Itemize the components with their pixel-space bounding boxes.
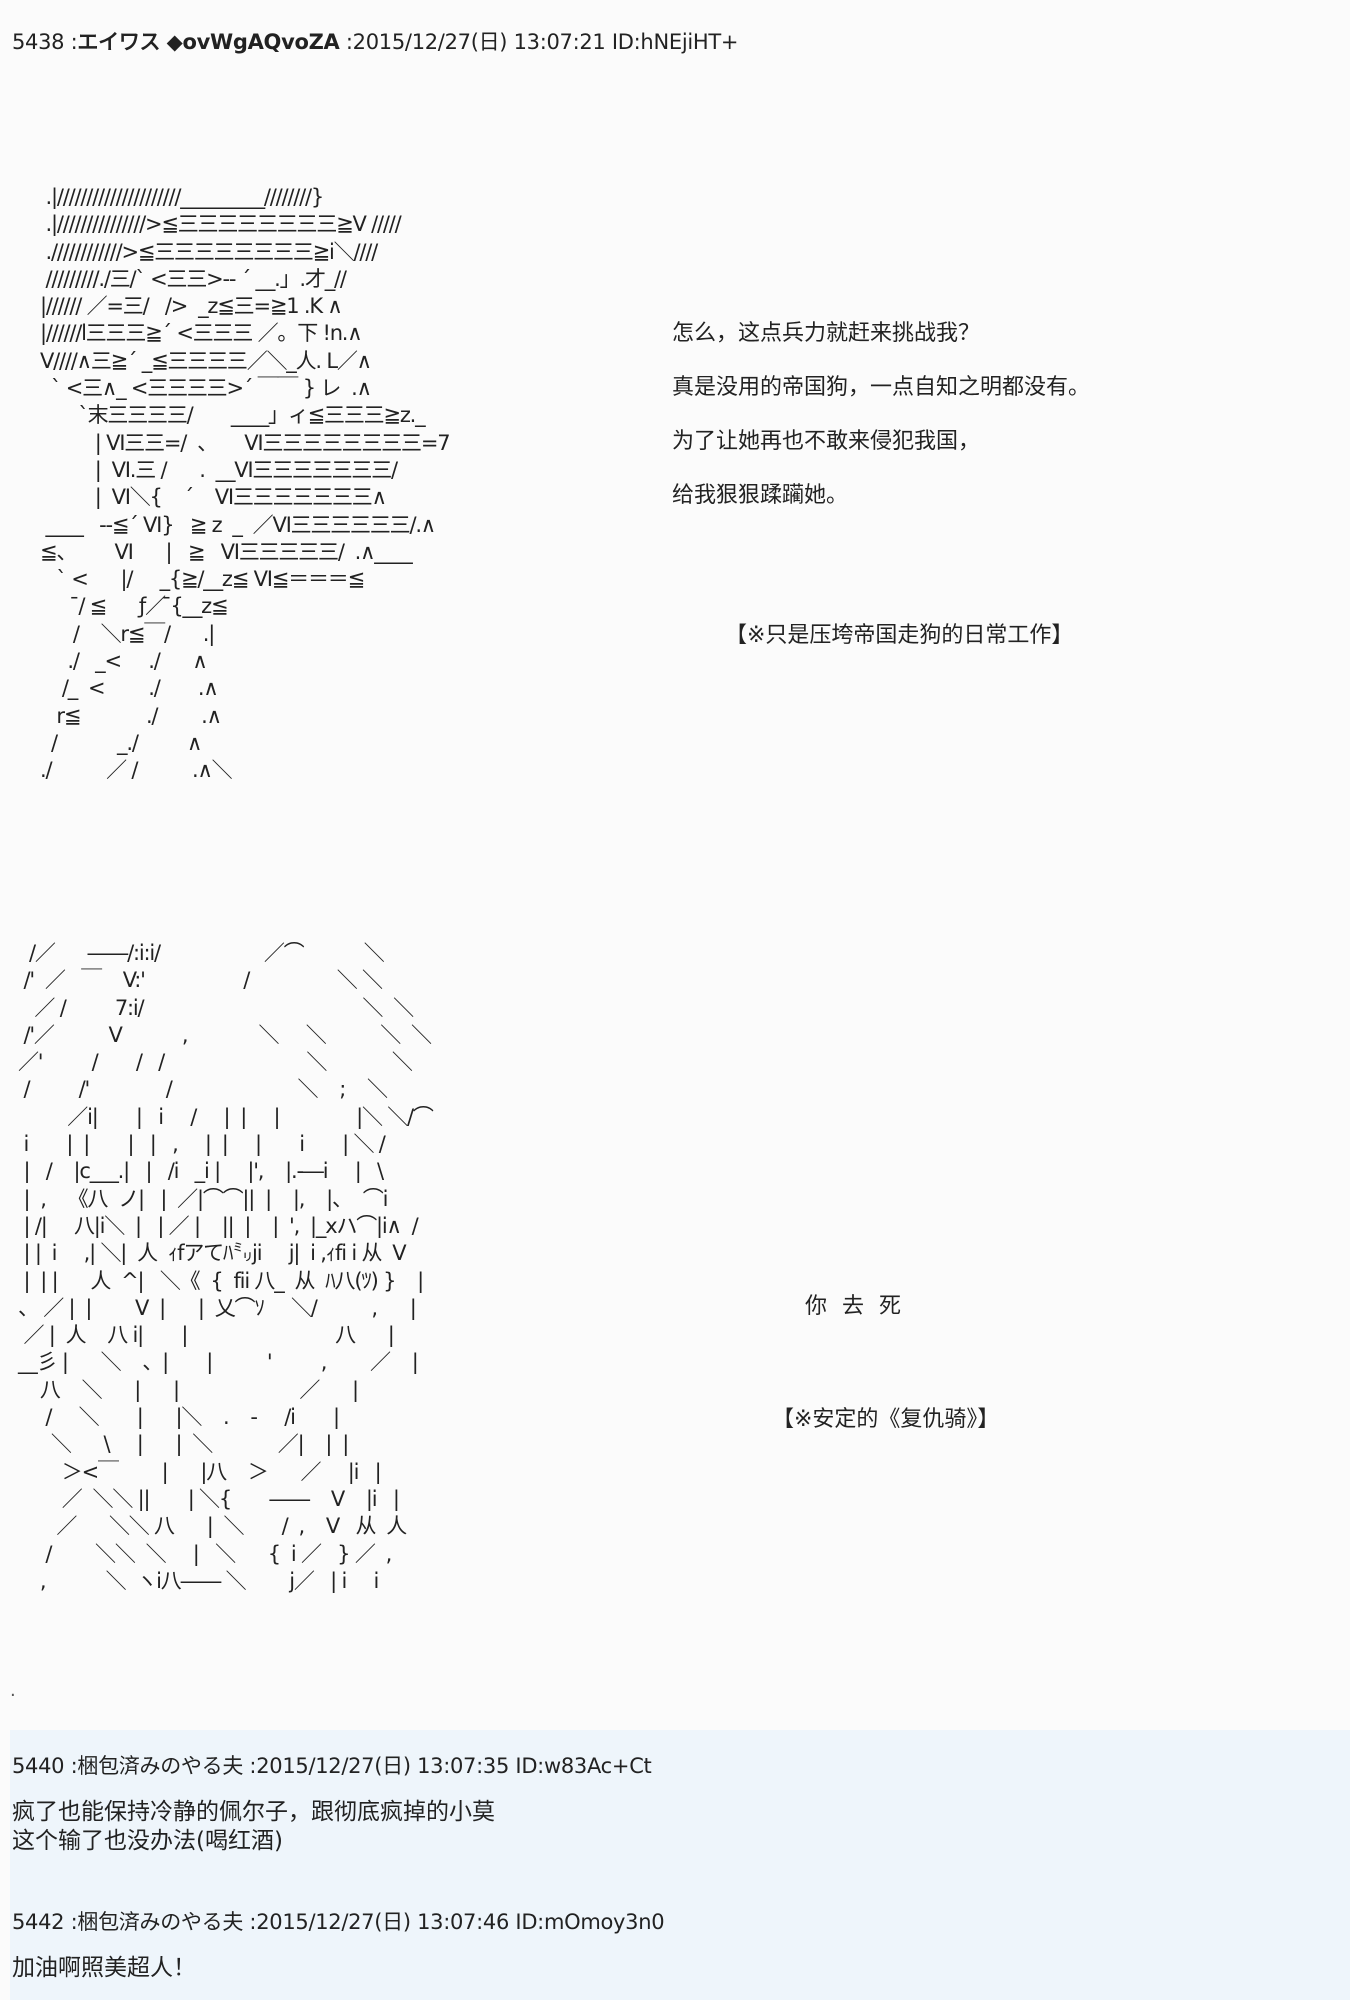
dialog-line: 怎么，这点兵力就赶来挑战我？ xyxy=(672,321,981,346)
caption-note: 【※安定的《复仇骑》】 xyxy=(772,1407,1000,1432)
post-header: 5442 :梱包済みのやる夫 :2015/12/27(日) 13:07:46 I… xyxy=(12,1910,665,1934)
poster-name: 梱包済みのやる夫 xyxy=(77,1910,244,1934)
post-id[interactable]: ID:hNEjiHT+ xyxy=(611,30,739,54)
ascii-art-knight: /／ ――/:i:i/ ／⌒ ＼ /' ／ ￣ V:' / ＼ ＼ ／ / 7:… xyxy=(18,941,434,1593)
poster-name: エイワス xyxy=(77,30,161,54)
post-line: 这个输了也没办法(喝红酒) xyxy=(12,1828,283,1854)
ascii-art-army: .|/////////////////////_________////////… xyxy=(40,185,451,783)
post-id[interactable]: ID:w83Ac+Ct xyxy=(515,1754,652,1778)
dialog-line: 为了让她再也不敢来侵犯我国， xyxy=(672,429,981,454)
post-date: 2015/12/27(日) 13:07:21 xyxy=(352,30,606,54)
post-number[interactable]: 5440 xyxy=(12,1754,65,1778)
post-line: 疯了也能保持冷静的佩尔子，跟彻底疯掉的小莫 xyxy=(12,1799,495,1825)
post-header: 5440 :梱包済みのやる夫 :2015/12/27(日) 13:07:35 I… xyxy=(12,1754,652,1778)
post-number[interactable]: 5438 xyxy=(12,30,65,54)
dialog-line: 真是没用的帝国狗，一点自知之明都没有。 xyxy=(672,375,1091,400)
dialog-line: 给我狠狠蹂躏她。 xyxy=(672,483,849,508)
caption-note: 【※只是压垮帝国走狗的日常工作】 xyxy=(725,623,1074,648)
poster-trip: ◆ovWgAQvoZA xyxy=(166,30,340,54)
post-number[interactable]: 5442 xyxy=(12,1910,65,1934)
poster-name: 梱包済みのやる夫 xyxy=(77,1754,244,1778)
reply-section xyxy=(10,1730,1350,2000)
post-date: 2015/12/27(日) 13:07:46 xyxy=(256,1910,510,1934)
post-body: 疯了也能保持冷静的佩尔子，跟彻底疯掉的小莫 这个输了也没办法(喝红酒) xyxy=(12,1798,495,1856)
post-date: 2015/12/27(日) 13:07:35 xyxy=(256,1754,510,1778)
dialog-line: 你 去 死 xyxy=(805,1294,905,1319)
separator-dot: . xyxy=(10,1680,16,1701)
post-line: 加油啊照美超人！ xyxy=(12,1955,196,1981)
post-id[interactable]: ID:mOmoy3n0 xyxy=(515,1910,665,1934)
post-body: 加油啊照美超人！ xyxy=(12,1954,196,1983)
post-header: 5438 :エイワス ◆ovWgAQvoZA :2015/12/27(日) 13… xyxy=(12,30,739,54)
